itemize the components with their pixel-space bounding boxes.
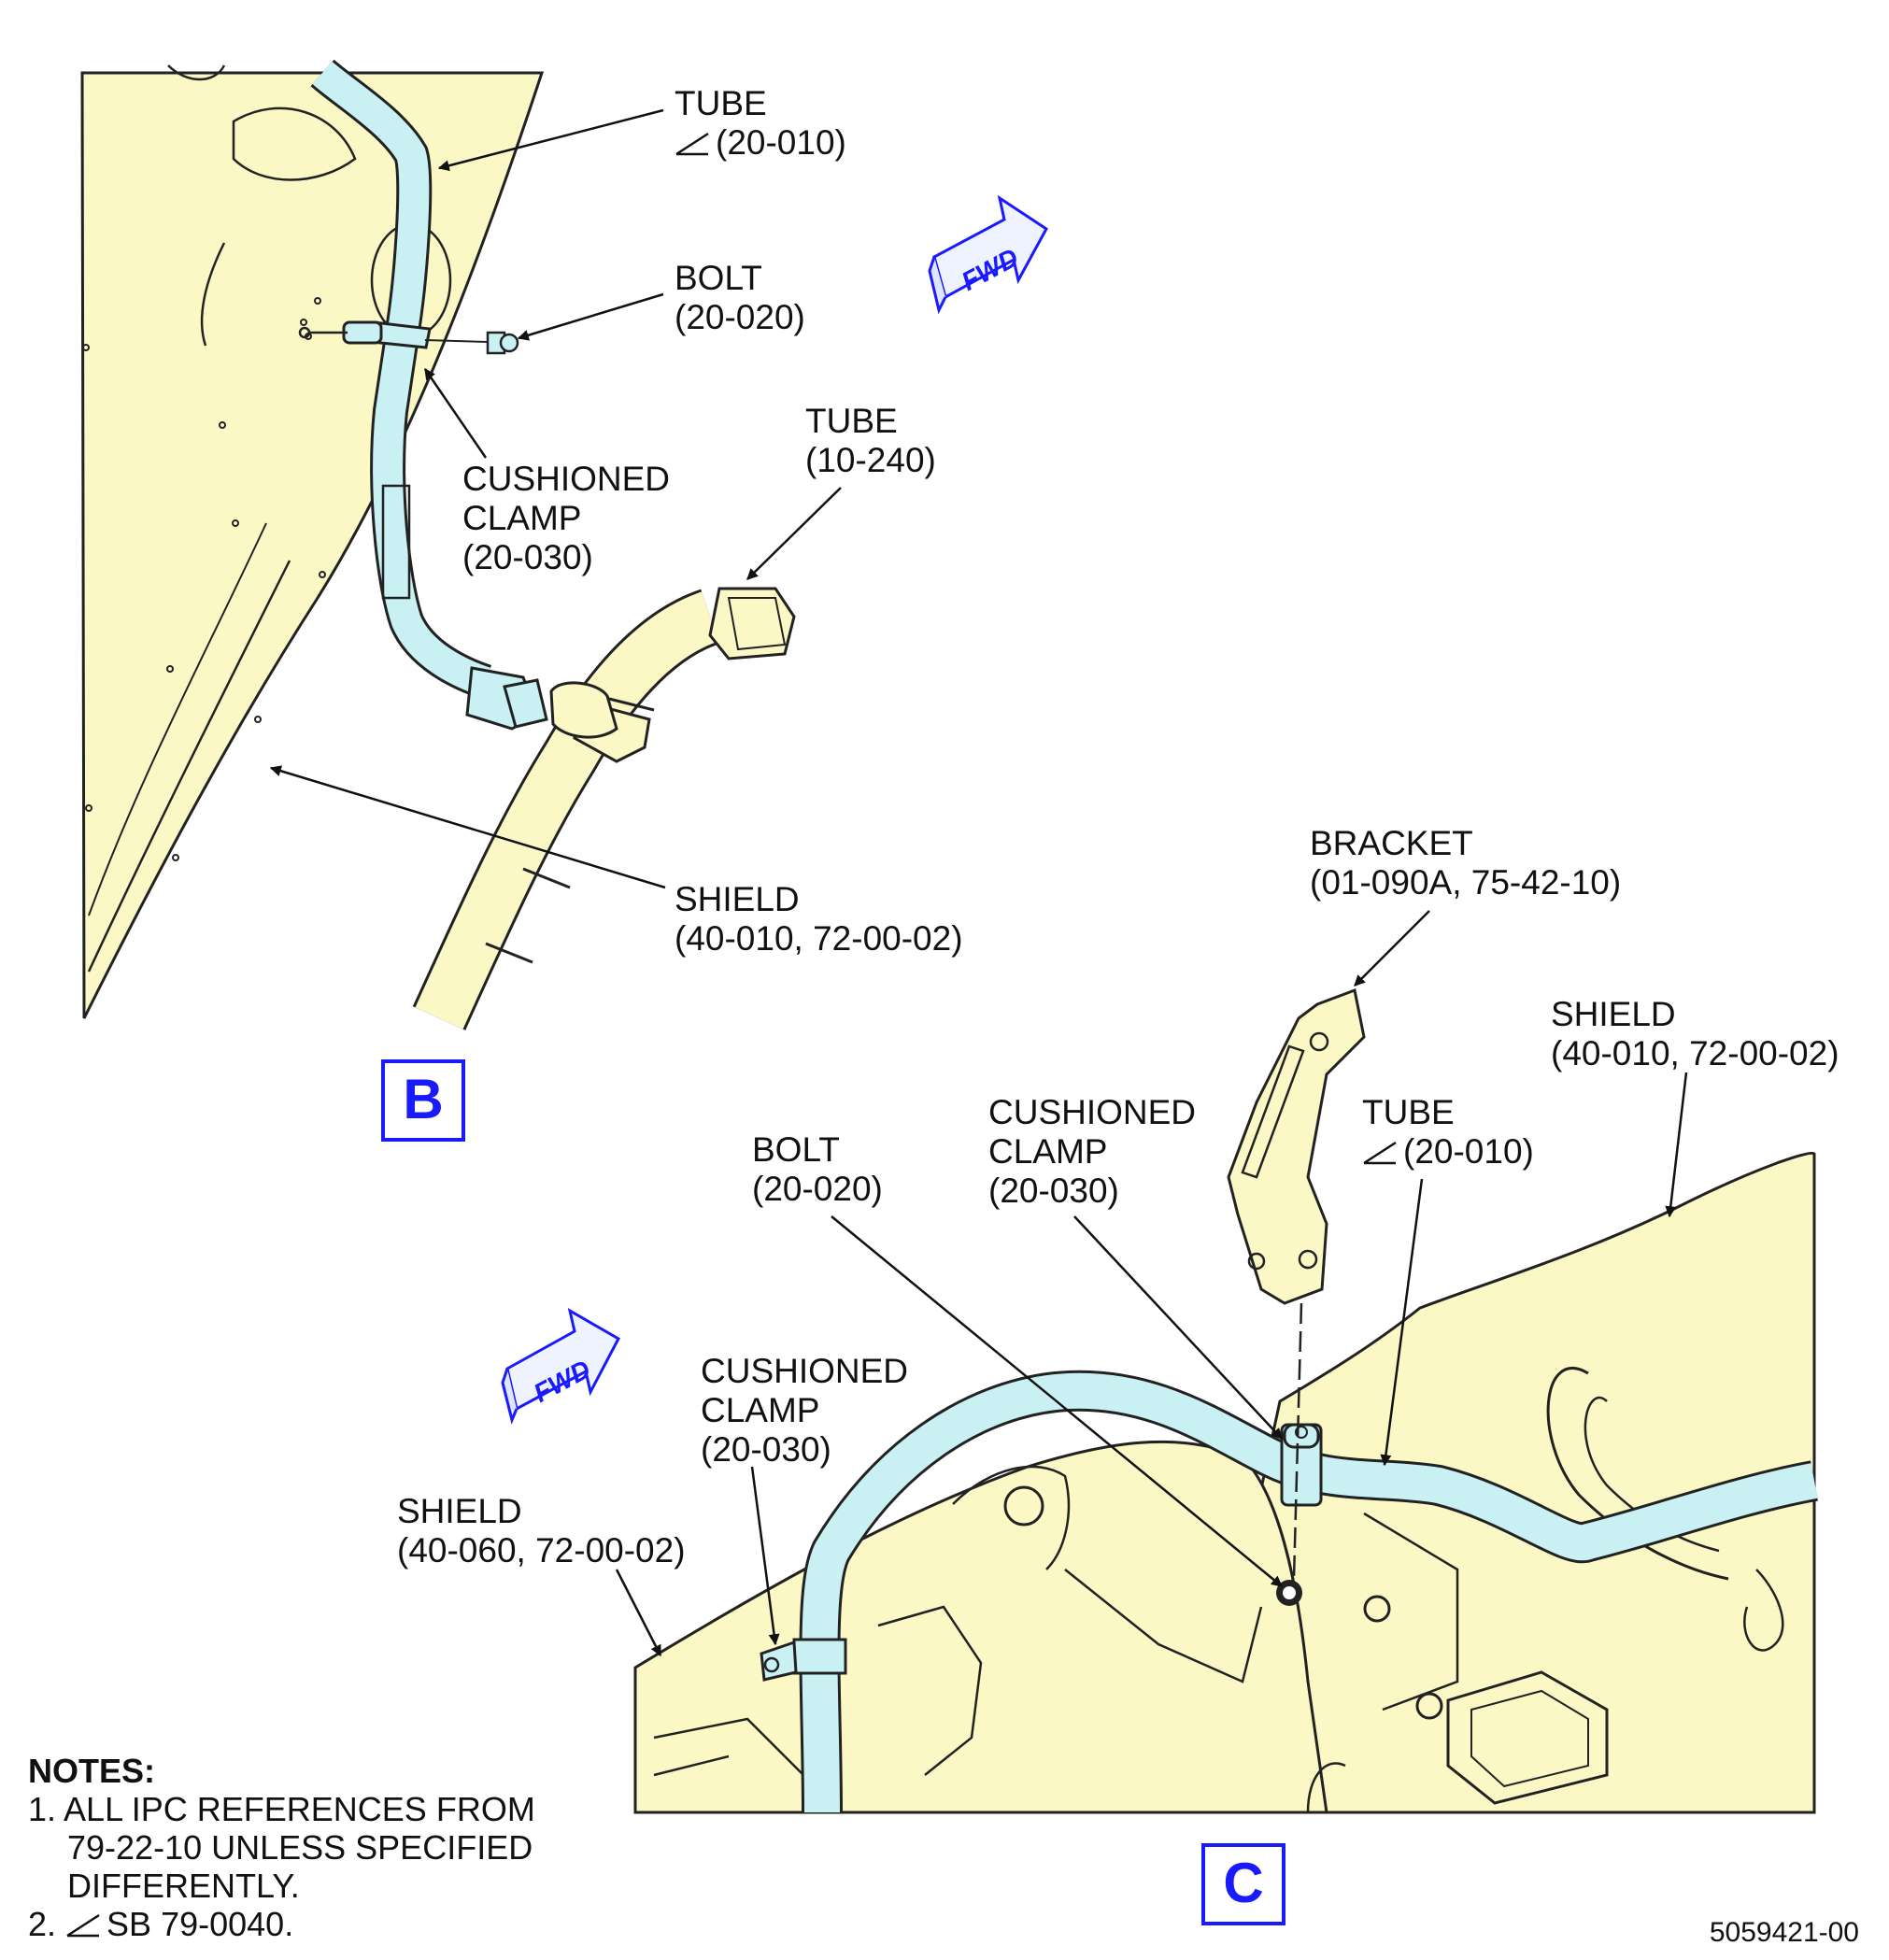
leader-clamp-b [423,368,488,459]
label-tube-mid-b: TUBE (10-240) [805,402,936,479]
fwd-arrow-c: FWD [501,1307,620,1425]
leader-clamp-c-left [750,1466,780,1646]
nut-10-240-bottom [549,681,651,763]
view-b-drawing: FWD [80,59,1048,1030]
label-clamp-c-mid: CUSHIONED CLAMP (20-030) [988,1093,1197,1210]
sb-triangle-icon [1363,1141,1397,1165]
leader-bracket [1354,910,1430,987]
notes-heading: NOTES: [28,1752,156,1790]
sb-triangle-icon [66,1913,100,1938]
label-shield-c-left: SHIELD (40-060, 72-00-02) [397,1492,686,1569]
leader-bolt-c [831,1215,1283,1587]
sb-triangle-icon [675,132,709,156]
document-number: 5059421-00 [1709,1917,1859,1948]
leader-shield-c-left [615,1569,662,1657]
leader-shield-c-right [1665,1072,1688,1218]
label-clamp-b: CUSHIONED CLAMP (20-030) [462,460,671,576]
leader-tube-mid-b [746,487,842,580]
label-tube-c: TUBE (20-010) [1362,1093,1534,1171]
leader-tube-c [1380,1178,1424,1467]
label-tube-top-b: TUBE (20-010) [675,84,846,162]
notes-block: NOTES: 1. ALL IPC REFERENCES FROM 79-22-… [28,1752,535,1943]
note-2: 2. SB 79-0040. [28,1905,294,1943]
view-c-box: C [1201,1843,1285,1925]
view-b-box: B [381,1059,465,1142]
fitting-b [465,666,548,731]
leader-shield-b [269,765,666,889]
nut-10-240-top [708,587,796,660]
shield-c-left [633,1440,1328,1814]
clamp-c-mid [1280,1423,1323,1507]
bolt-b [424,331,519,355]
bolt-c [1276,1302,1303,1606]
clamp-c-left [760,1638,847,1682]
label-shield-b: SHIELD (40-010, 72-00-02) [675,880,963,958]
label-clamp-c-left: CUSHIONED CLAMP (20-030) [701,1352,909,1469]
leader-tube-top-b [437,108,664,172]
note-1-line-2: 79-22-10 UNLESS SPECIFIED [67,1828,533,1867]
note-1-line-3: DIFFERENTLY. [67,1867,300,1905]
label-bracket: BRACKET (01-090A, 75-42-10) [1310,824,1622,902]
label-shield-c-right: SHIELD (40-010, 72-00-02) [1551,995,1839,1072]
bracket [1227,987,1366,1305]
clamp-b [298,320,432,349]
view-c-drawing: FWD [501,910,1818,1814]
label-bolt-c: BOLT (20-020) [752,1130,883,1208]
shield-b [80,71,545,1019]
note-1: 1. ALL IPC REFERENCES FROM [28,1790,535,1828]
leader-clamp-c-mid [1073,1215,1283,1440]
leader-bolt-b [517,292,664,341]
fwd-arrow-b: FWD [928,194,1048,315]
label-bolt-b: BOLT (20-020) [675,259,805,336]
